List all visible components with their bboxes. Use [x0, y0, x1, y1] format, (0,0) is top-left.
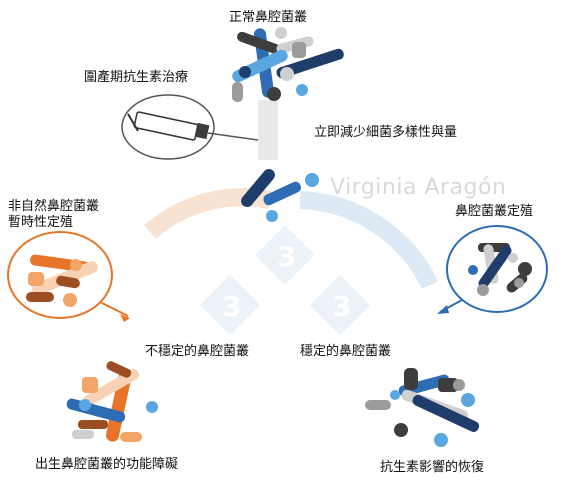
unnatural-microbiota-label: 非自然鼻腔菌叢 [8, 199, 100, 214]
logo-digit-3: 3 [332, 290, 351, 323]
transient-colonization-label: 暫時性定殖 [8, 215, 74, 230]
logo-digit-1: 3 [222, 290, 241, 323]
recovery-label: 抗生素影響的恢復 [380, 460, 485, 475]
normal-microbiota-label: 正常鼻腔菌叢 [229, 10, 308, 25]
right-arc [299, 191, 439, 290]
dysfunction-label: 出生鼻腔菌叢的功能障礙 [35, 457, 179, 472]
syringe-icon [121, 94, 259, 160]
stable-microbiota-label: 穩定的鼻腔菌叢 [300, 344, 392, 359]
logo-watermark: 3 3 3 [200, 225, 370, 335]
watermark-text: Virginia Aragón [330, 175, 507, 200]
perinatal-antibiotics-label: 圍產期抗生素治療 [84, 70, 189, 85]
unstable-microbiota-label: 不穩定的鼻腔菌叢 [145, 344, 250, 359]
recovery-cluster [365, 368, 480, 447]
logo-digit-2: 3 [277, 240, 296, 273]
immediate-reduction-label: 立即減少細菌多樣性與量 [314, 125, 458, 140]
unnatural-microbiota-bubble [7, 231, 130, 322]
colonization-label: 鼻腔菌叢定殖 [455, 204, 534, 219]
reduced-microbiota-cluster [241, 168, 319, 222]
normal-microbiota-cluster [232, 27, 344, 102]
colonization-bubble [437, 225, 548, 314]
dysfunction-cluster [66, 361, 158, 442]
